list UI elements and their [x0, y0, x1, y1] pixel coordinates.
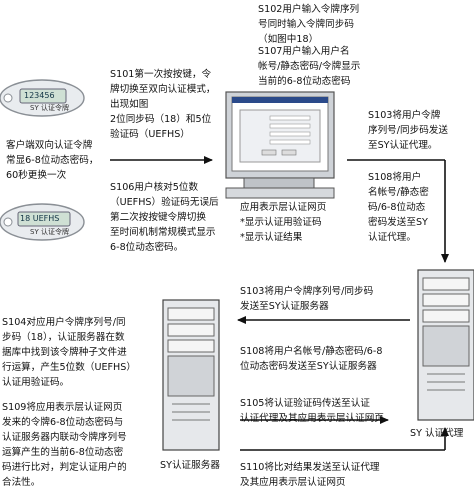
- webpage-caption: 应用表示层认证网页 *显示认证用验证码 *显示认证结果: [240, 202, 327, 243]
- step-s106: S106用户核对5位数（UEFHS）验证码无误后第二次按按键令牌切换至时间机制常…: [110, 182, 219, 253]
- step-s103-server: S103将用户令牌序列号/同步码发送至SY认证服务器: [240, 286, 374, 312]
- computer-monitor-icon: [225, 91, 335, 199]
- auth-proxy-tower-icon: [417, 269, 474, 421]
- auth-server-label: SY认证服务器: [160, 460, 220, 471]
- step-s105: S105将认证验证码传送至认证认证代理及其应用表示层认证网页: [240, 398, 384, 424]
- step-s109: S109将应用表示层认证网页发来的令牌6-8位动态密码与认证服务器内联动令牌序列…: [2, 402, 127, 488]
- step-s107: S107用户输入用户名帐号/静态密码/令牌显示当前的6-8位动态密码: [258, 46, 361, 87]
- token-bottom-display: 18 UEFHS: [20, 214, 60, 223]
- hardware-token-top: [0, 79, 85, 117]
- token-top-brand: SY 认证令牌: [30, 104, 69, 112]
- auth-proxy-label: SY 认证代理: [410, 428, 464, 439]
- auth-server-tower-icon: [162, 299, 220, 451]
- step-s103-proxy: S103将用户令牌序列号/同步码发送至SY认证代理。: [368, 110, 448, 151]
- flow-arrows: [110, 156, 449, 451]
- step-s102: S102用户输入令牌序列号同时输入令牌同步码（如图中18）: [258, 4, 360, 45]
- client-token-desc: 客户端双向认证令牌常显6-8位动态密码，60秒更换一次: [6, 140, 99, 181]
- hardware-token-bottom: [0, 203, 85, 241]
- step-s104: S104对应用户令牌序列号/同步码（18），认证服务器在数据库中找到该令牌种子文…: [2, 317, 136, 388]
- token-top-display: 123456: [24, 91, 55, 100]
- step-s110: S110将比对结果发送至认证代理及其应用表示层认证网页: [240, 462, 380, 488]
- token-bottom-brand: SY 认证令牌: [30, 228, 69, 236]
